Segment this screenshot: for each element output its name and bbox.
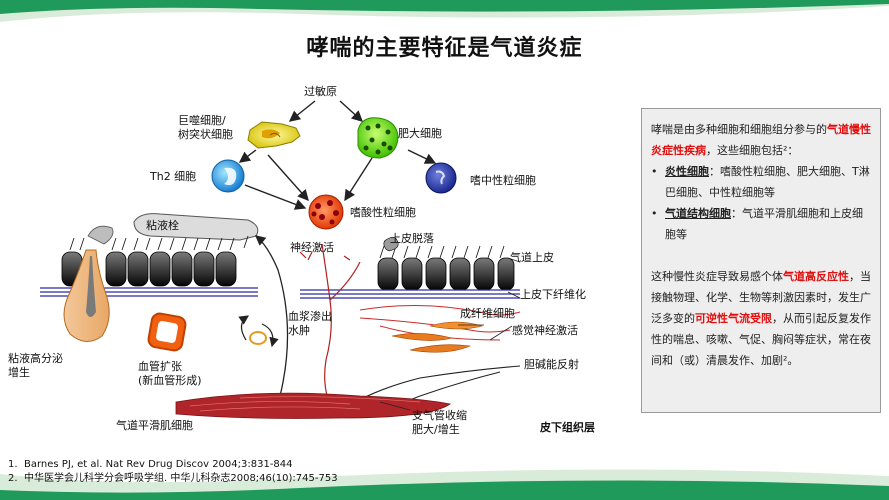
shed-epithelial-cell: [383, 236, 399, 252]
label-gland-hyperplasia: 粘液高分泌 增生: [8, 352, 63, 379]
panel-intro-emphasis: 气道慢性炎症性疾病: [651, 123, 871, 157]
label-bronchoconstriction: 支气管收缩 肥大/增生: [412, 409, 467, 436]
panel-consequence: 这种慢性炎症导致易感个体气道高反应性，当接触物理、化学、生物等刺激因素时，发生广…: [651, 266, 871, 371]
label-neutrophil: 嗜中性粒细胞: [470, 174, 536, 187]
consequence-emphasis-b: 可逆性气流受限: [695, 312, 772, 325]
reference-text: 中华医学会儿科学分会呼吸学组. 中华儿科杂志2008;46(10):745-75…: [24, 473, 338, 484]
smooth-muscle-bundle: [175, 392, 451, 419]
label-vasodilation: 血管扩张 (新血管形成): [138, 360, 202, 387]
label-th2: Th2 细胞: [150, 170, 197, 183]
label-epithelial-shedding: 上皮脱落: [390, 232, 434, 245]
macrophage-cell: [247, 121, 301, 149]
page-title: 哮喘的主要特征是气道炎症: [306, 36, 583, 61]
epithelium-left: [61, 251, 237, 287]
label-airway-epithelium: 气道上皮: [510, 251, 554, 264]
bullet-label: 气道结构细胞: [665, 207, 731, 220]
submucosal-gland: [63, 249, 110, 342]
cell-arrows: [238, 100, 437, 210]
label-eosinophil: 嗜酸性粒细胞: [350, 206, 416, 219]
reference-number: 2.: [8, 473, 18, 484]
blood-vessel: [147, 312, 187, 352]
consequence-text-c: ，从而引起反复发作性的喘息、咳嗽、气促、胸闷等症状，常在夜间和（或）清晨发作、加…: [651, 312, 871, 367]
label-allergen: 过敏原: [304, 85, 337, 98]
panel-bullet-inflammatory: • 炎性细胞：嗜酸性粒细胞、肥大细胞、T淋巴细胞、中性粒细胞等: [651, 161, 871, 203]
label-subepithelial-fibrosis: 上皮下纤维化: [520, 288, 586, 301]
references: 1. Barnes PJ, et al. Nat Rev Drug Discov …: [8, 458, 338, 486]
cholinergic-reflex-path: [351, 365, 521, 405]
consequence-text-b: ，当接触物理、化学、生物等刺激因素时，发生广泛多变的: [651, 270, 871, 325]
label-mucus-plug: 粘液栓: [146, 219, 179, 232]
panel-intro-text: 哮喘是由多种细胞和细胞组分参与的: [651, 123, 827, 136]
airway-inflammation-diagram: [40, 100, 521, 419]
cilia-right: [379, 245, 505, 259]
plasma-exudation-arrows: [238, 315, 279, 348]
reference-number: 1.: [8, 459, 18, 470]
eosinophil-cell: [308, 194, 344, 230]
neutrophil-cell: [425, 162, 457, 194]
pointer-lines: [379, 257, 521, 411]
panel-bullet-structural: • 气道结构细胞：气道平滑肌细胞和上皮细胞等: [651, 203, 871, 245]
epithelium-right: [377, 257, 515, 291]
bullet-text: ：气道平滑肌细胞和上皮细胞等: [665, 207, 863, 241]
label-plasma-exudation: 血浆渗出 水肿: [288, 310, 332, 337]
fibroblast-cells: [391, 321, 484, 353]
reference-text: Barnes PJ, et al. Nat Rev Drug Discov 20…: [24, 459, 293, 470]
mucus-plug: [133, 213, 259, 241]
consequence-text-a: 这种慢性炎症导致易感个体: [651, 270, 783, 283]
label-submucosa: 皮下组织层: [540, 421, 595, 434]
label-mast-cell: 肥大细胞: [398, 127, 442, 140]
label-smooth-muscle: 气道平滑肌细胞: [116, 419, 193, 432]
consequence-emphasis-a: 气道高反应性: [783, 270, 849, 283]
info-panel: 哮喘是由多种细胞和细胞组分参与的气道慢性炎症性疾病，这些细胞包括²： • 炎性细胞…: [641, 108, 881, 413]
panel-intro-rest: ，这些细胞包括²：: [706, 144, 799, 157]
th2-cell: [211, 159, 245, 193]
bullet-icon: •: [651, 207, 658, 220]
label-sensory-nerve: 感觉神经激活: [512, 324, 578, 337]
muscle-feedback-arrow: [255, 235, 289, 397]
panel-intro: 哮喘是由多种细胞和细胞组分参与的气道慢性炎症性疾病，这些细胞包括²：: [651, 119, 871, 161]
bullet-text: ：嗜酸性粒细胞、肥大细胞、T淋巴细胞、中性粒细胞等: [665, 165, 870, 199]
label-cholinergic-reflex: 胆碱能反射: [524, 358, 579, 371]
cilia-left: [69, 235, 249, 251]
reference-item: 2. 中华医学会儿科学分会呼吸学组. 中华儿科杂志2008;46(10):745-…: [8, 472, 338, 486]
label-macrophage: 巨噬细胞/ 树突状细胞: [178, 114, 233, 141]
nerve-fibers: [299, 243, 361, 407]
bullet-label: 炎性细胞: [665, 165, 709, 178]
reference-item: 1. Barnes PJ, et al. Nat Rev Drug Discov …: [8, 458, 338, 472]
label-nerve-activation: 神经激活: [290, 241, 334, 254]
mast-cell: [357, 117, 399, 159]
subepithelial-fibrosis-lines: [40, 287, 520, 299]
bullet-icon: •: [651, 165, 658, 178]
label-fibroblast: 成纤维细胞: [460, 307, 515, 320]
